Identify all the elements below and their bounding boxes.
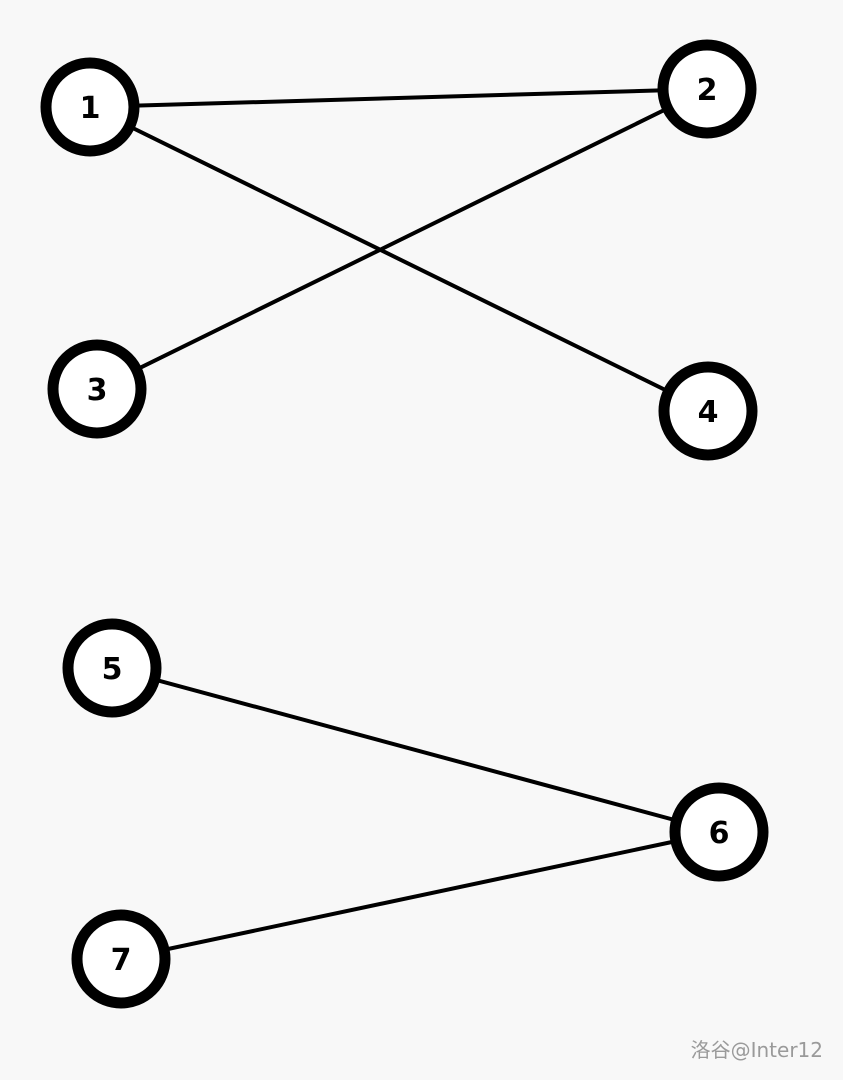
node-circle [657, 39, 757, 139]
edge-1-4 [89, 105, 709, 413]
node-2: 2 [657, 39, 757, 139]
node-circle [40, 57, 140, 157]
node-circle [669, 782, 769, 882]
node-4: 4 [658, 361, 758, 461]
node-circle [47, 339, 147, 439]
node-label: 4 [698, 395, 719, 430]
node-7: 7 [71, 909, 171, 1009]
edge-1-2 [89, 87, 708, 109]
node-circle [658, 361, 758, 461]
edge-2-3 [96, 87, 708, 391]
edge-6-7 [120, 830, 720, 961]
edge-5-6 [111, 666, 720, 834]
node-5: 5 [62, 618, 162, 718]
node-label: 5 [102, 652, 123, 687]
node-label: 3 [87, 373, 108, 408]
watermark: 洛谷@Inter12 [690, 1038, 823, 1062]
node-circle [62, 618, 162, 718]
node-circle [71, 909, 171, 1009]
node-3: 3 [47, 339, 147, 439]
node-label: 7 [111, 943, 132, 978]
node-6: 6 [669, 782, 769, 882]
node-label: 1 [80, 91, 101, 126]
node-label: 2 [697, 73, 718, 108]
node-1: 1 [40, 57, 140, 157]
node-label: 6 [709, 816, 730, 851]
